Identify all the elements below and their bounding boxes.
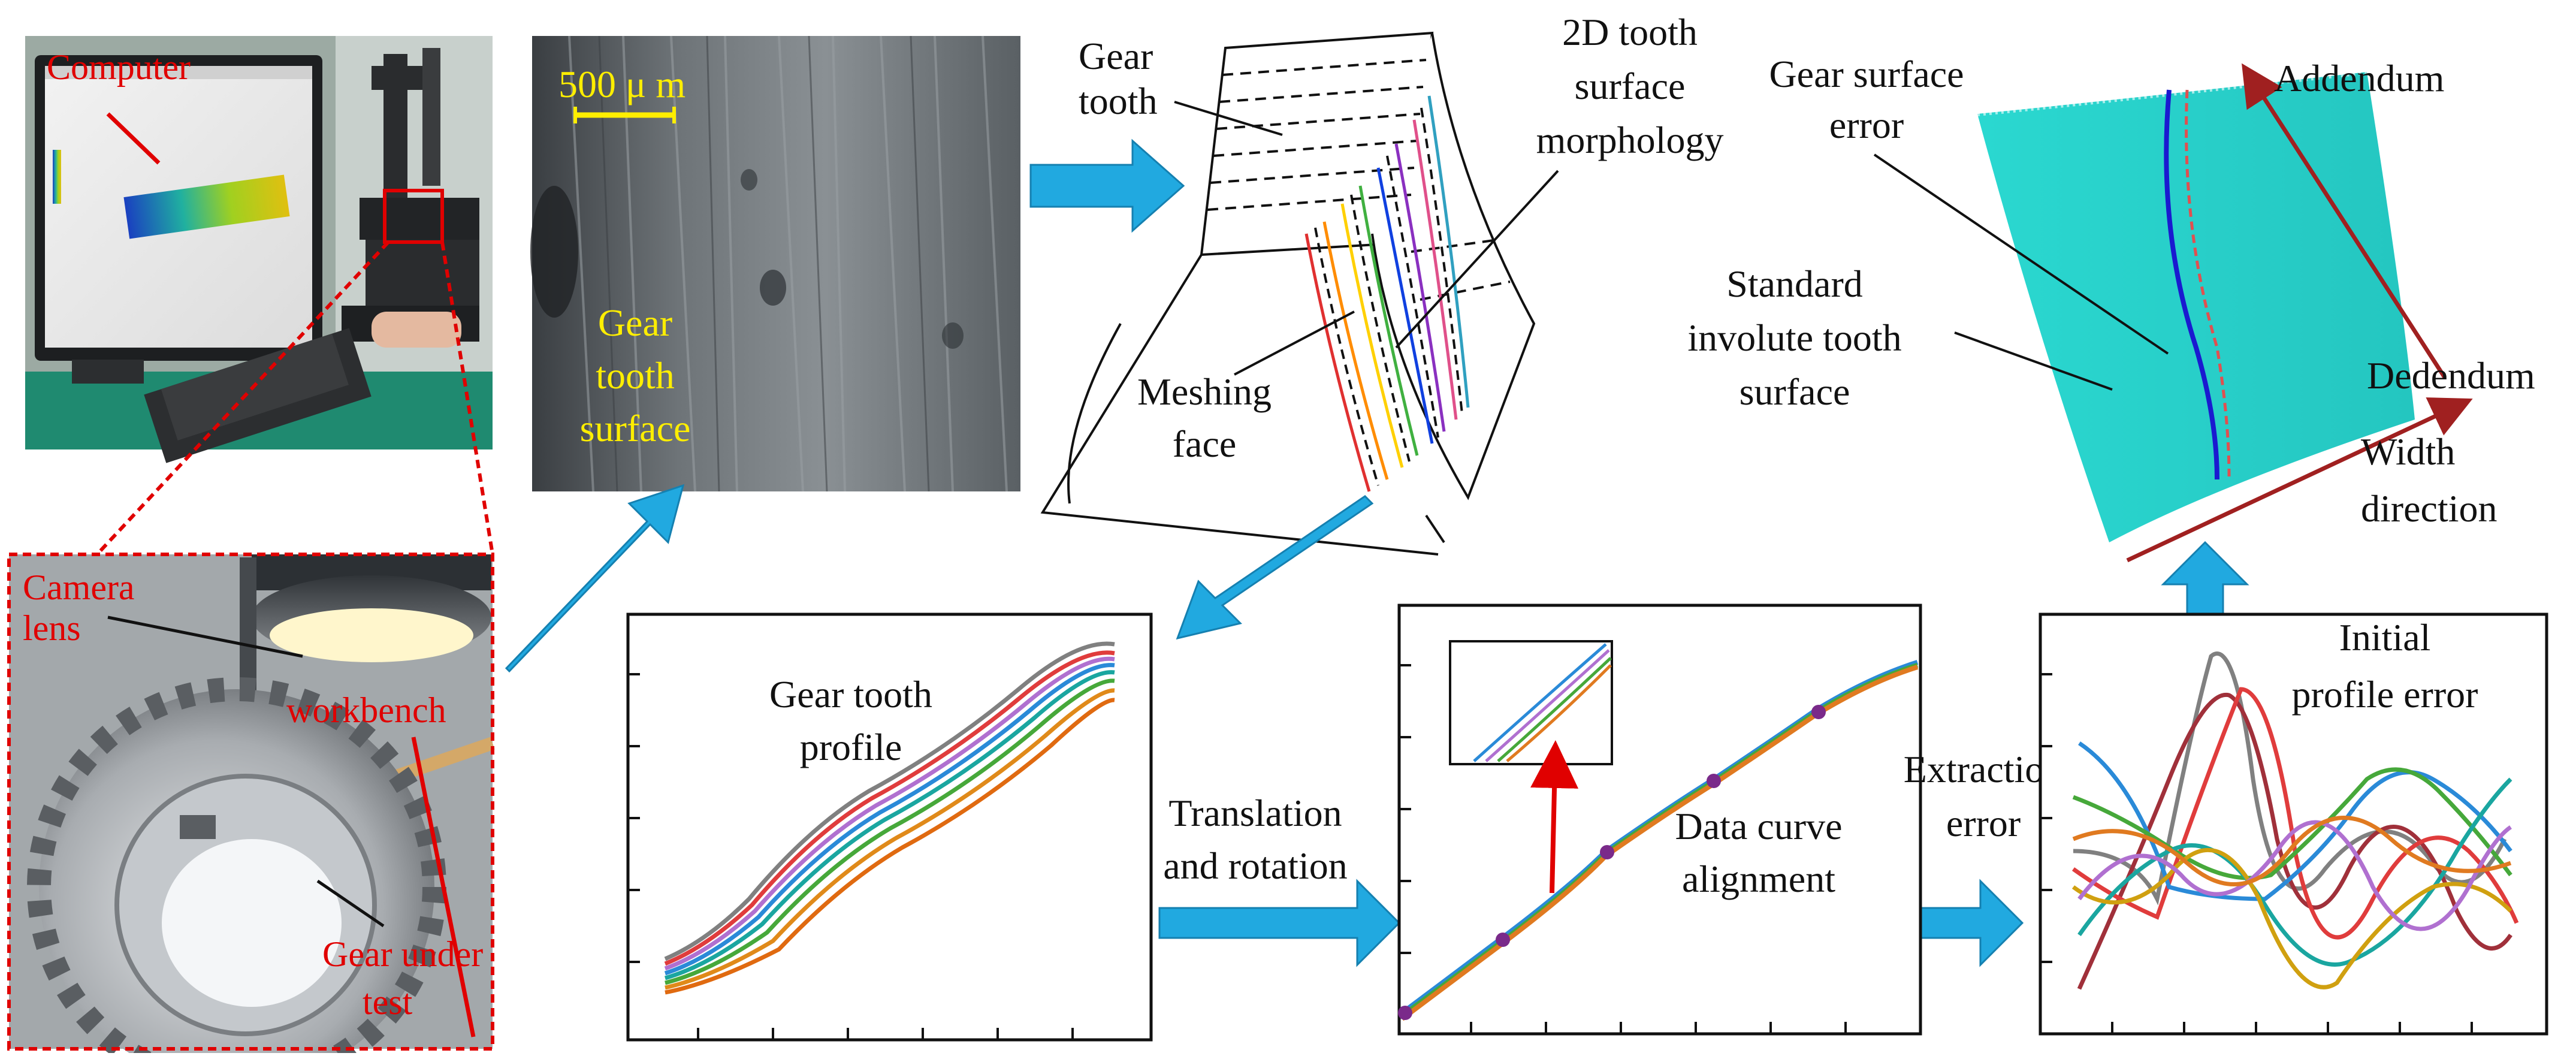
gear-tooth-profile-line1: Gear tooth xyxy=(769,673,932,716)
width-direction-line2: direction xyxy=(2361,487,2497,530)
translation-rotation-line1: Translation xyxy=(1168,792,1342,834)
scale-bar-label: 500 μ m xyxy=(558,63,685,105)
data-curve-alignment-line2: alignment xyxy=(1682,858,1835,900)
width-direction-line1: Width xyxy=(2361,430,2455,473)
standard-surface-line3: surface xyxy=(1740,370,1850,413)
initial-profile-error-line2: profile error xyxy=(2292,673,2478,716)
meshing-face-label-line1: Meshing xyxy=(1137,370,1272,413)
tooth-sketch xyxy=(1040,31,1536,556)
camera-lens-label-line1: Camera xyxy=(23,568,135,607)
zoom-dashed-line-left xyxy=(95,240,390,556)
gear-photo-frame xyxy=(7,553,494,1051)
blue-flow-arrows xyxy=(505,138,2249,967)
zoom-dashed-line-right xyxy=(440,242,494,555)
microscope-highlight-box xyxy=(383,189,444,244)
standard-surface-pointer xyxy=(1954,331,2113,391)
width-arrow xyxy=(2126,397,2473,563)
gear-surface-error-line1: Gear surface xyxy=(1769,53,1964,95)
workbench-label: workbench xyxy=(286,690,446,730)
arrow-alignment-to-error xyxy=(1916,879,2024,967)
camera-lens-pointer-line xyxy=(107,616,303,658)
morphology-label-line1: 2D tooth xyxy=(1562,11,1698,53)
morphology-pointer xyxy=(1395,170,1559,349)
panel-error xyxy=(2039,613,2548,1036)
gear-photo xyxy=(9,554,495,1056)
standard-surface-line1: Standard xyxy=(1726,263,1863,305)
meshing-face-label-line2: face xyxy=(1173,423,1237,465)
panel-profile xyxy=(626,613,1153,1042)
dedendum-label: Dedendum xyxy=(2367,354,2535,397)
addendum-label: Addendum xyxy=(2274,57,2444,99)
gear-tooth-profile-line2: profile xyxy=(800,726,902,768)
extraction-error-line1: Extraction xyxy=(1904,748,2064,791)
workbench-pointer-line xyxy=(411,737,476,1037)
arrow-profile-to-alignment xyxy=(1158,879,1401,967)
gear-tooth-surface-line3: surface xyxy=(580,407,691,449)
morphology-label-line2: surface xyxy=(1575,65,1686,107)
translation-rotation-line2: and rotation xyxy=(1163,844,1347,887)
gear-under-test-label-line1: Gear under xyxy=(322,934,483,974)
camera-lens-label-line2: lens xyxy=(23,608,81,648)
standard-surface-line2: involute tooth xyxy=(1687,316,1901,359)
arrow-photo-to-micro xyxy=(505,484,685,673)
initial-profile-error-line1: Initial xyxy=(2339,616,2431,659)
arrow-micro-to-sketch xyxy=(1029,138,1185,233)
surface-3d xyxy=(1977,70,2415,542)
data-curve-alignment-line1: Data curve xyxy=(1675,805,1843,847)
addendum-arrow xyxy=(2241,63,2447,379)
arrow-sketch-to-profile xyxy=(1176,495,1374,640)
surface-error-pointer xyxy=(1873,153,2169,355)
gear-tooth-label-line1: Gear xyxy=(1079,35,1153,77)
computer-photo xyxy=(25,36,493,463)
computer-pointer-line xyxy=(106,112,161,165)
gear-pointer-line xyxy=(316,879,385,928)
gear-tooth-surface-line1: Gear xyxy=(598,301,672,344)
morphology-label-line3: morphology xyxy=(1536,119,1724,161)
panel-alignment xyxy=(1397,604,1922,1036)
gear-under-test-label-line2: test xyxy=(363,982,413,1022)
computer-label: Computer xyxy=(47,47,191,87)
extraction-error-line2: error xyxy=(1946,802,2021,844)
gear-tooth-surface-line2: tooth xyxy=(596,354,675,397)
gear-tooth-pointer xyxy=(1174,101,1283,136)
micro-image xyxy=(530,35,1020,492)
meshing-face-pointer xyxy=(1234,310,1355,376)
gear-surface-error-line2: error xyxy=(1829,104,1904,146)
gear-tooth-label-line2: tooth xyxy=(1079,80,1158,122)
